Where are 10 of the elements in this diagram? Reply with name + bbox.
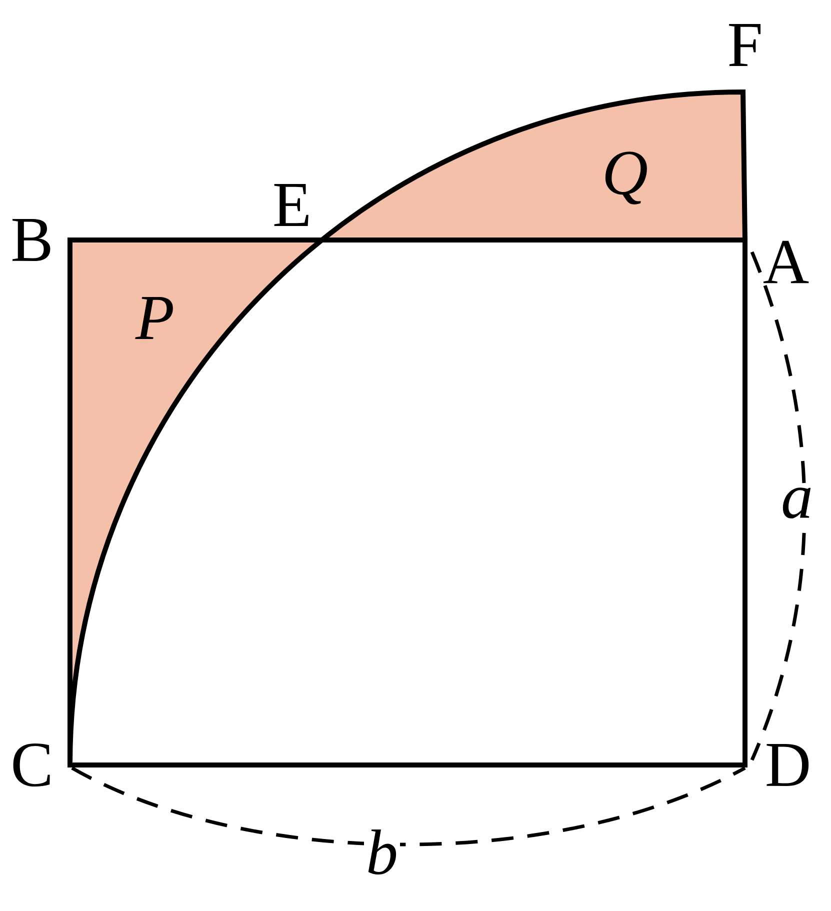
point-label: B xyxy=(12,218,50,262)
point-label: F xyxy=(729,24,760,66)
region-label: P xyxy=(135,297,173,339)
point-label: A xyxy=(764,240,809,284)
point-label: D xyxy=(766,744,809,786)
dimension-label: a xyxy=(779,486,815,520)
region-label: Q xyxy=(605,152,647,204)
point-label: E xyxy=(274,184,308,226)
dimension-label: b xyxy=(364,828,400,877)
point-label: C xyxy=(13,744,50,786)
